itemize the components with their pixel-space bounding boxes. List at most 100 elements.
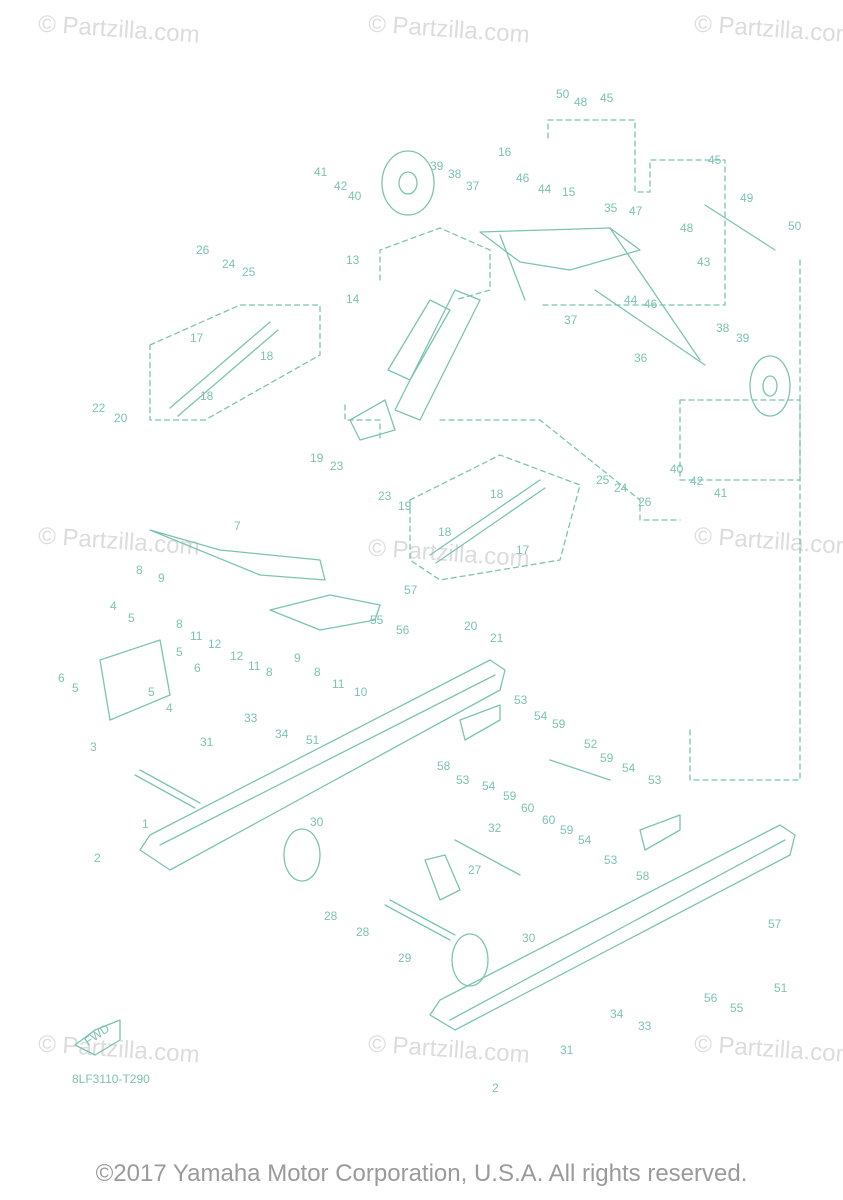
callout-number: 31 [560,1043,574,1057]
callout-number: 28 [356,925,370,939]
callout-number: 38 [716,321,730,335]
callout-number: 2 [94,851,101,865]
callout-number: 34 [275,727,289,741]
callout-number: 36 [634,351,648,365]
rail-left-inner [159,674,496,846]
callout-number: 37 [564,313,578,327]
callout-number: 49 [740,191,754,205]
callout-number: 37 [466,179,480,193]
callout-number: 54 [534,709,548,723]
callout-number: 53 [514,693,528,707]
callout-number: 16 [498,145,512,159]
callout-number: 55 [370,613,384,627]
leader-line [344,404,381,441]
callout-number: 46 [516,171,530,185]
group-box [149,304,321,421]
callout-number: 31 [200,735,214,749]
callout-number: 4 [110,599,117,613]
callout-number: 23 [330,459,344,473]
callout-number: 8 [136,563,143,577]
callout-number: 58 [437,759,451,773]
callout-number: 17 [516,543,530,557]
callout-number: 58 [636,869,650,883]
callout-number: 19 [398,499,412,513]
shaft [704,204,776,251]
callout-number: 23 [378,489,392,503]
callout-number: 15 [562,185,576,199]
callout-number: 60 [542,813,556,827]
diagram-code: 8LF3110-T290 [72,1072,150,1086]
rail-left [139,659,506,871]
callout-number: 5 [148,685,155,699]
callout-number: 6 [58,671,65,685]
callout-number: 56 [396,623,410,637]
callout-number: 53 [456,773,470,787]
callout-number: 57 [404,583,418,597]
shaft [384,899,456,941]
bracket [99,639,171,721]
callout-number: 28 [324,909,338,923]
callout-number: 42 [334,179,348,193]
callout-number: 38 [448,167,462,181]
callout-number: 30 [310,815,324,829]
shaft [594,289,706,366]
callout-number: 21 [490,631,504,645]
callout-number: 41 [314,165,328,179]
callout-number: 48 [680,221,694,235]
callout-number: 2 [492,1081,499,1095]
callout-number: 11 [190,629,203,643]
callout-number: 33 [638,1019,652,1033]
callout-number: 33 [244,711,258,725]
callout-number: 3 [90,740,97,754]
callout-number: 10 [354,685,368,699]
callout-number: 19 [310,451,324,465]
callout-number: 56 [704,991,718,1005]
fwd-arrow [74,1019,121,1056]
callout-number: 41 [714,486,728,500]
group-box [679,399,801,481]
rail-right [429,824,796,1031]
callout-number: 40 [670,462,684,476]
leader-line [439,419,681,521]
callout-number: 57 [768,917,782,931]
callout-number: 11 [248,659,261,673]
leader-line [379,227,491,301]
callout-number: 14 [346,292,360,306]
rear-arm [269,594,381,631]
callout-number: 59 [552,717,566,731]
callout-number: 26 [196,243,210,257]
callout-number: 59 [503,789,517,803]
idler-wheel-low [451,933,489,987]
callout-number: 52 [584,737,598,751]
callout-number: 18 [200,389,214,403]
shock-absorber [349,289,481,441]
callout-number: 54 [622,761,636,775]
front-arm [479,227,641,271]
link-rod [169,321,279,417]
idler-wheel-top [381,150,435,216]
callout-number: 53 [604,853,618,867]
copyright: ©2017 Yamaha Motor Corporation, U.S.A. A… [95,1160,748,1187]
callout-number: 8 [314,665,321,679]
callout-number: 24 [614,481,628,495]
callout-number: 42 [690,474,704,488]
callout-number: 5 [72,681,79,695]
callout-number: 60 [521,801,535,815]
callout-number: 5 [128,611,135,625]
callout-number: 45 [600,91,614,105]
callout-number: 24 [222,257,236,271]
callout-number: 13 [346,253,360,267]
callout-number: 53 [648,773,662,787]
shaft [134,769,201,809]
callout-number: 25 [242,265,256,279]
callout-number: 5 [176,645,183,659]
callout-number: 18 [490,487,504,501]
callout-number: 43 [697,255,711,269]
callout-number: 17 [190,331,204,345]
callout-number: 44 [624,293,638,307]
callout-number: 29 [398,951,412,965]
callout-number: 20 [114,411,128,425]
callout-number: 51 [774,981,788,995]
